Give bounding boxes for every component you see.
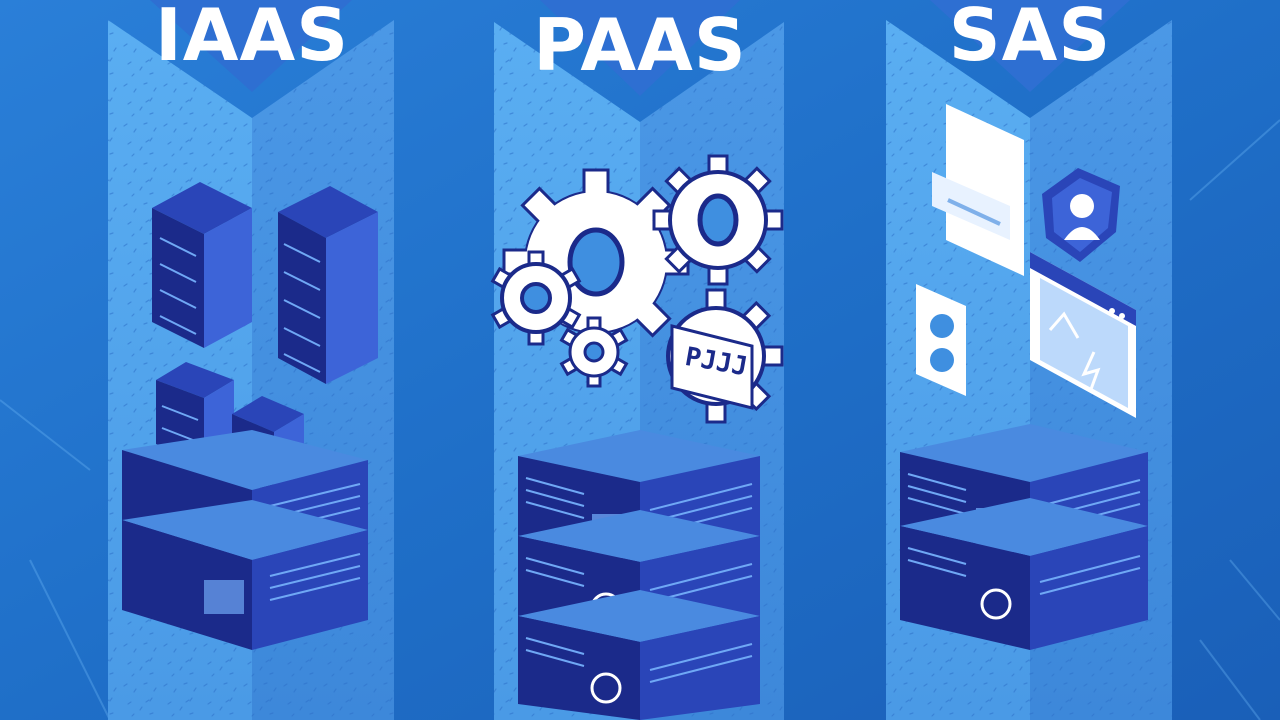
iaas-server-rack-right [278,186,378,384]
iaas-title: IAAS [155,0,349,77]
sas-server-2 [900,498,1148,650]
refresh-icon [590,672,622,704]
iaas-pillar: IAAS [108,0,394,720]
sas-title: SAS [949,0,1111,77]
gear-icon-left-small [490,250,582,346]
gear-icon-bottom-small [559,316,629,388]
paas-pillar: PAAS [490,0,784,720]
refresh-icon [980,588,1012,620]
gear-icon-top-right [652,154,784,286]
paas-server-3 [518,590,760,720]
document-panel-icon [932,104,1024,276]
iaas-server-rack-left [152,182,252,348]
gear-icon-with-label: PJJJ [666,288,784,424]
sas-pillar: SAS [886,0,1172,720]
toggle-card-icon [916,284,966,396]
background-light-streaks [0,119,1280,720]
user-shield-icon [1042,168,1120,262]
browser-window-icon [1030,252,1136,418]
iaas-pillar-top-wedge [150,0,352,92]
paas-pillar-top-wedge [540,0,740,96]
iaas-base-server-2 [122,500,368,650]
paas-title: PAAS [533,3,746,87]
sas-pillar-top-wedge [930,0,1130,92]
